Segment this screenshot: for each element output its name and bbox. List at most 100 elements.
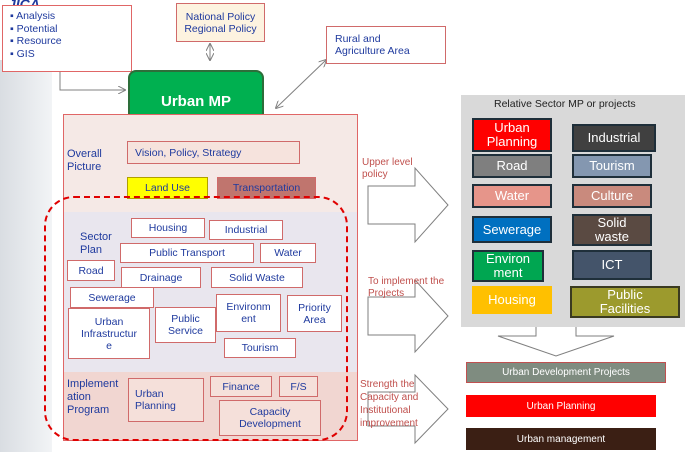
environment-line2: ent	[241, 313, 256, 325]
list-item-label: Potential	[16, 22, 58, 35]
capacity-box: Capacity Development	[219, 400, 321, 436]
implementation-label-line3: Program	[67, 404, 110, 416]
national-policy-line1: National Policy	[185, 10, 256, 23]
upper-level-label: Upper level policy	[362, 157, 413, 181]
regional-policy-line2: Regional Policy	[184, 22, 257, 35]
priority-area-line2: Area	[303, 313, 326, 326]
relative-public-facilities: Public Facilities	[570, 286, 680, 318]
relative-road-label: Road	[496, 158, 528, 173]
list-item-label: GIS	[16, 47, 35, 60]
list-item-label: Analysis	[16, 10, 56, 22]
arrow-implement	[367, 278, 449, 354]
strength-label: Strength the Capacity and Institutional …	[360, 378, 418, 430]
list-item-label: Resource	[16, 35, 62, 47]
list-item: ▪ Analysis	[10, 10, 62, 23]
rural-box: Rural and Agriculture Area	[326, 26, 446, 64]
relative-public-facilities-line1: Public	[607, 287, 643, 302]
relative-housing-label: Housing	[488, 292, 536, 307]
overall-label-line2: Picture	[67, 161, 102, 173]
dashed-highlight	[44, 196, 348, 441]
sector-label-line1: Sector	[80, 231, 112, 243]
connector-rural-to-urbanmp	[276, 60, 326, 108]
result-urban-development-projects: Urban Development Projects	[466, 362, 666, 383]
relative-ict-label: ICT	[601, 257, 623, 272]
overall-label-line1: Overall	[67, 148, 102, 160]
transportation-box: Transportation	[217, 177, 316, 199]
land-use-box: Land Use	[127, 177, 208, 199]
relative-environment-line1: Environ	[485, 251, 531, 266]
national-policy-box: National Policy Regional Policy	[176, 3, 265, 42]
strength-line2: Capacity and	[360, 392, 419, 403]
impl-urban-planning-line1: Urban	[135, 388, 164, 400]
list-item: ▪ Resource	[10, 35, 62, 48]
list-item: ▪ GIS	[10, 48, 62, 61]
arrow-strength	[367, 373, 449, 445]
public-service-line1: Public	[171, 313, 200, 325]
relative-culture: Culture	[572, 184, 652, 208]
road-box: Road	[67, 260, 115, 281]
relative-culture-label: Culture	[591, 188, 633, 203]
housing-box: Housing	[131, 218, 205, 238]
connector-list-to-urbanmp	[59, 72, 125, 90]
tourism-box: Tourism	[224, 338, 296, 358]
vision-box: Vision, Policy, Strategy	[127, 141, 300, 164]
bullet-icon: ▪	[10, 47, 17, 60]
relative-sewerage-label: Sewerage	[482, 221, 542, 237]
bullet-icon: ▪	[10, 10, 17, 22]
implement-label: To implement the Projects	[368, 276, 444, 300]
relative-solid-waste: Solid waste	[572, 214, 652, 246]
drainage-box: Drainage	[121, 267, 201, 288]
relative-urban-planning-line2: Planning	[486, 134, 538, 149]
relative-water-label: Water	[494, 188, 530, 203]
strength-line1: Strength the	[360, 379, 415, 390]
relative-urban-planning-line1: Urban	[494, 120, 530, 135]
rural-line1: Rural and	[335, 33, 381, 45]
capacity-line2: Development	[239, 418, 301, 430]
capacity-line1: Capacity	[249, 406, 291, 418]
analysis-list-box	[2, 5, 132, 72]
bullet-icon: ▪	[10, 22, 17, 35]
priority-area-box: Priority Area	[287, 295, 342, 332]
strength-line3: Institutional	[360, 405, 411, 416]
impl-urban-planning-box: Urban Planning	[128, 378, 204, 422]
implementation-label: Implement ation Program	[67, 378, 118, 417]
urban-infra-line1: Urban	[94, 315, 124, 328]
urban-infra-line3: e	[106, 339, 112, 352]
relative-road: Road	[472, 154, 552, 178]
relative-tourism: Tourism	[572, 154, 652, 178]
water-box: Water	[260, 243, 316, 263]
public-service-line2: Service	[167, 325, 203, 337]
bullet-icon: ▪	[10, 35, 17, 47]
relative-water: Water	[472, 184, 552, 208]
result-urban-management: Urban management	[466, 428, 656, 450]
sewerage-box: Sewerage	[70, 287, 154, 308]
fs-box: F/S	[279, 376, 318, 397]
industrial-box: Industrial	[209, 220, 283, 240]
environment-line1: Environm	[226, 301, 271, 313]
result-urban-planning: Urban Planning	[466, 395, 656, 417]
environment-box: Environm ent	[216, 294, 281, 332]
relative-environment: Environ ment	[472, 250, 544, 282]
relative-tourism-label: Tourism	[589, 158, 635, 173]
relative-industrial-label: Industrial	[587, 130, 641, 145]
implementation-label-line2: ation	[67, 391, 91, 403]
strength-line4: improvement	[360, 418, 418, 429]
overall-label: Overall Picture	[67, 148, 102, 174]
implement-line1: To implement the	[368, 276, 445, 287]
analysis-list: ▪ Analysis ▪ Potential ▪ Resource ▪ GIS	[10, 10, 62, 60]
implement-line2: Projects	[368, 288, 405, 299]
public-service-box: Public Service	[155, 307, 216, 343]
public-transport-box: Public Transport	[120, 243, 254, 263]
impl-urban-planning-line2: Planning	[135, 400, 176, 412]
relative-industrial: Industrial	[572, 124, 656, 152]
priority-area-line1: Priority	[298, 301, 331, 314]
relative-housing: Housing	[472, 286, 552, 314]
relative-solid-waste-line2: waste	[595, 229, 629, 244]
relative-ict: ICT	[572, 250, 652, 280]
list-item: ▪ Potential	[10, 23, 62, 36]
solid-waste-box: Solid Waste	[211, 267, 303, 288]
sector-label-line2: Plan	[80, 244, 103, 256]
relative-title: Relative Sector MP or projects	[494, 98, 636, 110]
urban-infrastructure-box: Urban Infrastructur e	[68, 308, 150, 359]
